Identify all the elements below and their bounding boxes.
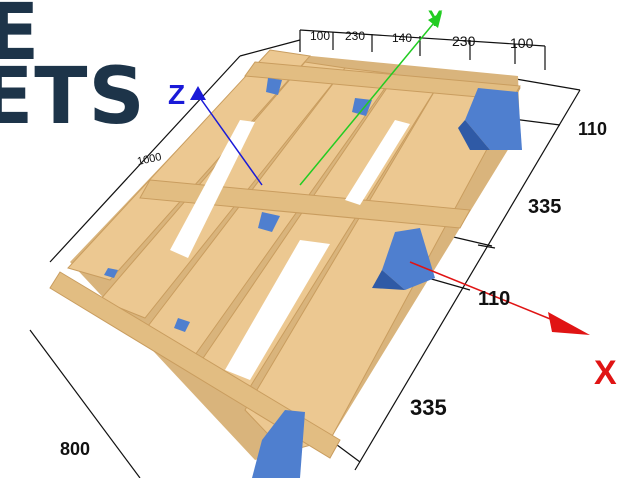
- axis-z-arrowhead: [190, 86, 206, 100]
- deck-gap-2: [225, 240, 330, 380]
- block-inner-1: [266, 78, 282, 95]
- dimension-lines: [29, 29, 581, 478]
- stringer-middle: [139, 179, 471, 229]
- headline-line-2: ETS: [0, 52, 146, 142]
- block-middle-right-shade: [372, 270, 405, 290]
- dim-length-left: 1000: [136, 151, 162, 168]
- deck-gap-3: [345, 120, 410, 205]
- block-inner-3: [258, 212, 280, 232]
- dim-top-segment-5: 100: [510, 35, 534, 51]
- dim-right-block-1: 110: [578, 119, 607, 139]
- axis-z-line: [197, 94, 263, 186]
- deck-board-1: [67, 49, 311, 281]
- axis-z-label: Z: [168, 79, 185, 110]
- block-inner-4: [174, 318, 190, 332]
- dim-width-bottom: 800: [60, 439, 90, 459]
- axis-y-arrowhead: [428, 12, 442, 28]
- axis-x-line: [409, 261, 566, 326]
- dim-top-segment-1: 100: [310, 29, 330, 43]
- dim-top-segment-2: 230: [345, 29, 365, 43]
- block-inner-5: [104, 268, 118, 278]
- stringer-bottom: [49, 271, 341, 459]
- dim-top-segment-4: 230: [452, 33, 476, 49]
- pallet-deck: [49, 49, 521, 460]
- block-top-right-shade: [458, 120, 490, 150]
- coordinate-axes: [190, 12, 590, 335]
- block-middle-right: [382, 228, 435, 290]
- block-inner-2: [352, 98, 372, 116]
- dim-right-block-2: 110: [478, 288, 510, 310]
- axis-y-label: Y: [428, 6, 443, 31]
- block-bottom: [252, 410, 305, 478]
- dim-right-gap-1: 335: [528, 196, 561, 218]
- axis-y-line: [299, 17, 439, 186]
- pallet-blocks: [104, 78, 522, 478]
- dim-right-gap-2: 335: [410, 395, 447, 420]
- deck-gap-1: [170, 120, 255, 258]
- block-top-right: [465, 88, 522, 150]
- axis-x-arrowhead: [548, 312, 590, 335]
- headline-line-1: E: [0, 0, 41, 78]
- axis-x-label: X: [594, 354, 617, 392]
- dim-top-segment-3: 140: [392, 31, 412, 45]
